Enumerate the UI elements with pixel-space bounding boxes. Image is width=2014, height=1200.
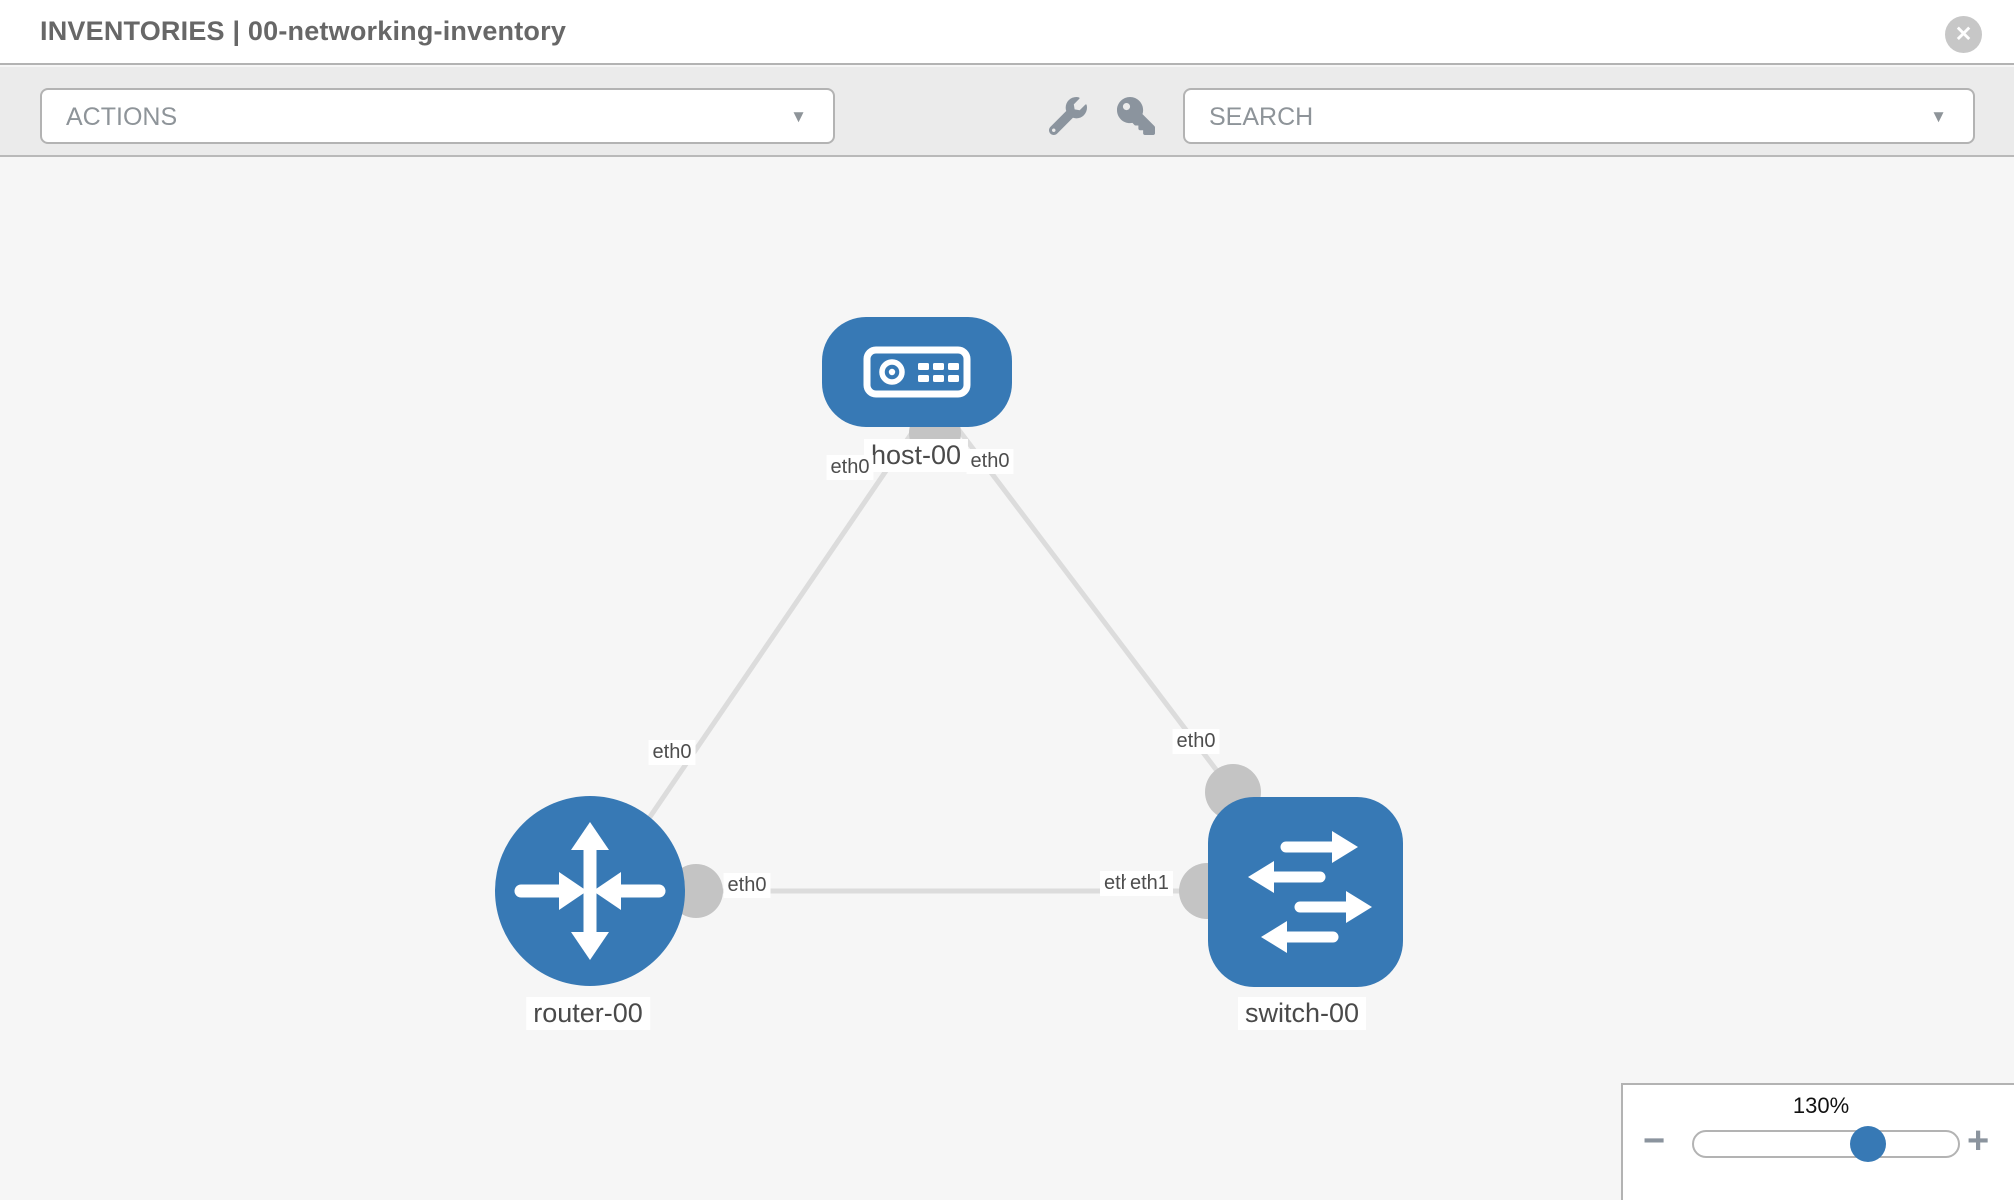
interface-label-router00-eth0-to-host: eth0	[648, 740, 696, 765]
node-label-host-00: host-00	[863, 439, 969, 472]
chevron-down-icon: ▼	[790, 107, 807, 126]
zoom-slider-track[interactable]	[1692, 1126, 1960, 1162]
plus-icon: +	[1967, 1120, 1990, 1162]
node-switch-00[interactable]	[1208, 797, 1403, 987]
node-host-00[interactable]	[822, 317, 1012, 427]
node-router-00[interactable]	[495, 796, 685, 986]
header: INVENTORIES | 00-networking-inventory ✕	[0, 0, 2014, 65]
configure-tools-button[interactable]	[1046, 95, 1090, 139]
search-dropdown[interactable]: SEARCH ▼	[1183, 88, 1975, 144]
minus-icon: −	[1643, 1120, 1666, 1162]
close-icon: ✕	[1954, 23, 1973, 46]
chevron-down-icon: ▼	[1930, 107, 1947, 126]
page-title: INVENTORIES | 00-networking-inventory	[40, 16, 567, 46]
search-dropdown-label: SEARCH	[1209, 103, 1314, 131]
actions-dropdown[interactable]: ACTIONS ▼	[40, 88, 835, 144]
node-label-switch-00: switch-00	[1237, 997, 1367, 1030]
key-icon	[1117, 96, 1155, 135]
zoom-in-button[interactable]: +	[1967, 1121, 1989, 1161]
wrench-icon	[1048, 96, 1087, 135]
interface-label-router00-eth0-to-switch: eth0	[723, 873, 771, 898]
actions-dropdown-label: ACTIONS	[66, 103, 178, 131]
switch-icon	[1248, 831, 1372, 953]
zoom-out-button[interactable]: −	[1643, 1121, 1665, 1161]
zoom-slider-knob[interactable]	[1850, 1126, 1887, 1162]
zoom-level-label: 130%	[1792, 1093, 1850, 1118]
link-host00-router00[interactable]	[595, 419, 923, 895]
interface-label-host00-eth0-to-router: eth0	[826, 455, 874, 480]
host-icon	[863, 346, 971, 398]
zoom-control-panel: 130% − +	[1621, 1083, 2014, 1200]
toolbar: ACTIONS ▼ SEARCH ▼	[0, 67, 2014, 157]
credentials-button[interactable]	[1114, 95, 1158, 139]
node-label-router-00: router-00	[526, 997, 650, 1030]
interface-label-host00-eth0-to-switch: eth0	[966, 449, 1014, 474]
close-button[interactable]: ✕	[1945, 16, 1982, 53]
interface-label-switch00-eth1-to-router: eth1	[1126, 871, 1173, 896]
topology-links-layer	[595, 407, 1261, 919]
topology-canvas[interactable]: host-00 router-00 switch-00 eth0 eth0 et…	[0, 159, 2014, 1200]
interface-label-switch00-eth0-to-host: eth0	[1172, 729, 1220, 754]
router-icon	[514, 822, 666, 960]
